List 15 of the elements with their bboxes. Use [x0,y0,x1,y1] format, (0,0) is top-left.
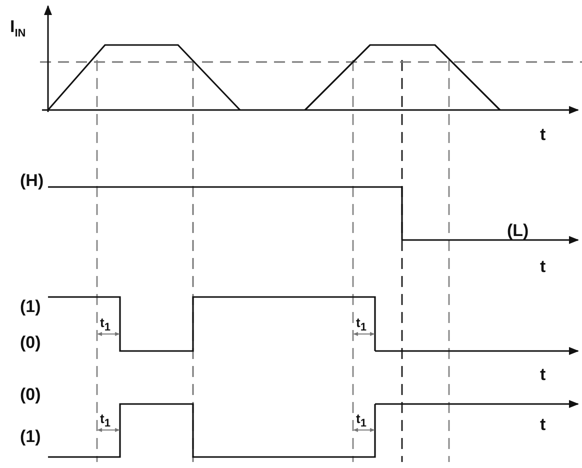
level-label: (1) [20,428,41,445]
time-label: t$_{1}$ [100,412,110,430]
level-label: (1) [20,298,41,315]
axis-label: I$_{IN}$ [10,18,26,40]
time-label: t$_{1}$ [356,412,366,430]
level-label: (0) [20,386,41,403]
level-label: (0) [20,334,41,351]
time-label: t$_{1}$ [356,316,366,334]
axis-label: t [540,126,546,143]
axis-label: t [540,258,546,275]
level-label: (H) [20,172,44,189]
level-label: (L) [507,222,529,239]
time-label: t$_{1}$ [100,316,110,334]
axis-label: t [540,366,546,383]
axis-label: t [540,416,546,433]
